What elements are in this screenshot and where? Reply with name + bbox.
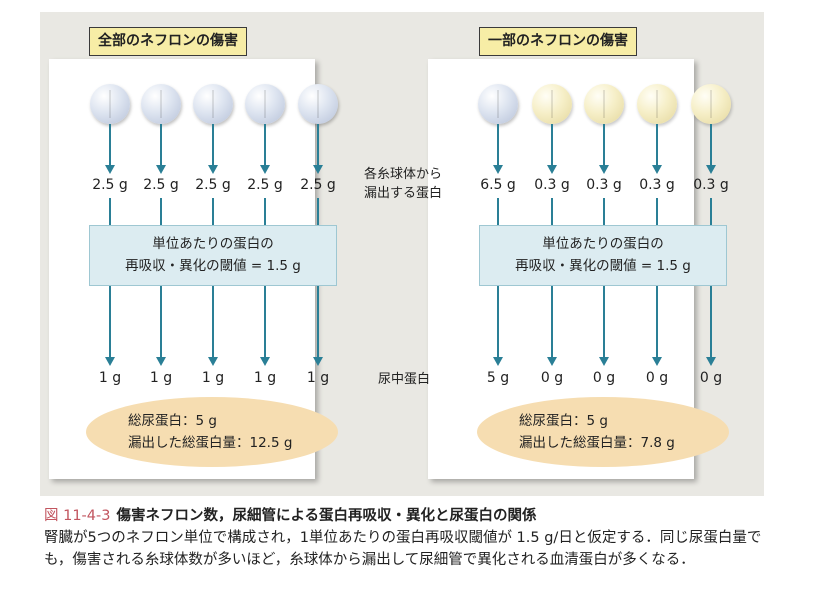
- right-filtrate-arrowhead-4: [652, 165, 662, 174]
- right-glomerulus-3: [584, 84, 624, 124]
- right-urine-value-3: 0 g: [592, 370, 616, 386]
- right-glomerulus-1: [478, 84, 518, 124]
- left-leak-value-5: 2.5 g: [300, 177, 336, 193]
- right-filtrate-arrowhead-3: [599, 165, 609, 174]
- right-urine-arrowhead-3: [599, 357, 609, 366]
- right-leak-value-3: 0.3 g: [586, 177, 622, 193]
- right-filtrate-arrowhead-1: [493, 165, 503, 174]
- caption-heading: 図 11-4-3 傷害ネフロン数，尿細管による蛋白再吸収・異化と尿蛋白の関係: [44, 505, 784, 527]
- left-filtrate-line-1: [109, 124, 111, 168]
- left-glomerulus-5: [298, 84, 338, 124]
- right-urine-arrowhead-5: [706, 357, 716, 366]
- left-urine-value-4: 1 g: [253, 370, 277, 386]
- left-urine-arrowhead-5: [313, 357, 323, 366]
- right-threshold-line2: 再吸収・異化の閾値 = 1.5 g: [515, 258, 691, 274]
- left-filtrate-arrowhead-1: [105, 165, 115, 174]
- left-urine-value-1: 1 g: [98, 370, 122, 386]
- right-urine-arrowhead-2: [547, 357, 557, 366]
- left-filtrate-line-4: [264, 124, 266, 168]
- right-leak-value-5: 0.3 g: [693, 177, 729, 193]
- left-filtrate-arrowhead-2: [156, 165, 166, 174]
- right-filtrate-line-2: [551, 124, 553, 168]
- right-urine-value-4: 0 g: [645, 370, 669, 386]
- leak-label-line2: 漏出する蛋白: [364, 186, 443, 201]
- left-total-leak: 漏出した総蛋白量：12.5 g: [128, 435, 293, 451]
- left-urine-value-5: 1 g: [306, 370, 330, 386]
- right-urine-value-5: 0 g: [699, 370, 723, 386]
- left-leak-value-4: 2.5 g: [247, 177, 283, 193]
- caption-title: 傷害ネフロン数，尿細管による蛋白再吸収・異化と尿蛋白の関係: [116, 508, 537, 524]
- right-glomerulus-2: [532, 84, 572, 124]
- left-panel-title: 全部のネフロンの傷害: [89, 27, 247, 56]
- leak-label-line1: 各糸球体から: [364, 167, 443, 182]
- left-filtrate-arrowhead-4: [260, 165, 270, 174]
- left-threshold-box: 単位あたりの蛋白の 再吸収・異化の閾値 = 1.5 g: [89, 225, 337, 286]
- left-urine-arrowhead-3: [208, 357, 218, 366]
- figure-caption: 図 11-4-3 傷害ネフロン数，尿細管による蛋白再吸収・異化と尿蛋白の関係 腎臓…: [44, 505, 784, 571]
- right-urine-value-1: 5 g: [486, 370, 510, 386]
- right-leak-value-2: 0.3 g: [534, 177, 570, 193]
- left-total-urine: 総尿蛋白：5 g: [128, 413, 217, 429]
- left-leak-value-3: 2.5 g: [195, 177, 231, 193]
- right-total-urine: 総尿蛋白：5 g: [519, 413, 608, 429]
- left-filtrate-arrowhead-5: [313, 165, 323, 174]
- left-glomerulus-2: [141, 84, 181, 124]
- right-filtrate-line-5: [710, 124, 712, 168]
- left-glomerulus-4: [245, 84, 285, 124]
- right-panel-title: 一部のネフロンの傷害: [479, 27, 637, 56]
- right-filtrate-line-3: [603, 124, 605, 168]
- left-urine-arrowhead-1: [105, 357, 115, 366]
- right-urine-arrowhead-1: [493, 357, 503, 366]
- left-urine-arrowhead-2: [156, 357, 166, 366]
- left-filtrate-line-2: [160, 124, 162, 168]
- right-filtrate-line-1: [497, 124, 499, 168]
- left-threshold-line2: 再吸収・異化の閾値 = 1.5 g: [125, 258, 301, 274]
- right-threshold-line1: 単位あたりの蛋白の: [542, 236, 664, 252]
- right-filtrate-line-4: [656, 124, 658, 168]
- right-glomerulus-5: [691, 84, 731, 124]
- leak-label: 各糸球体から 漏出する蛋白: [364, 165, 442, 203]
- right-filtrate-arrowhead-5: [706, 165, 716, 174]
- right-leak-value-4: 0.3 g: [639, 177, 675, 193]
- right-leak-value-1: 6.5 g: [480, 177, 516, 193]
- right-urine-value-2: 0 g: [540, 370, 564, 386]
- left-filtrate-line-3: [212, 124, 214, 168]
- left-urine-value-3: 1 g: [201, 370, 225, 386]
- left-total-ellipse: 総尿蛋白：5 g 漏出した総蛋白量：12.5 g: [86, 397, 338, 467]
- urine-protein-label: 尿中蛋白: [378, 372, 431, 387]
- right-total-leak: 漏出した総蛋白量：7.8 g: [519, 435, 675, 451]
- left-leak-value-2: 2.5 g: [143, 177, 179, 193]
- right-total-ellipse: 総尿蛋白：5 g 漏出した総蛋白量：7.8 g: [477, 397, 729, 467]
- left-urine-value-2: 1 g: [149, 370, 173, 386]
- left-glomerulus-3: [193, 84, 233, 124]
- left-threshold-line1: 単位あたりの蛋白の: [152, 236, 274, 252]
- left-leak-value-1: 2.5 g: [92, 177, 128, 193]
- left-glomerulus-1: [90, 84, 130, 124]
- right-urine-arrowhead-4: [652, 357, 662, 366]
- right-glomerulus-4: [637, 84, 677, 124]
- caption-body: 腎臓が5つのネフロン単位で構成され，1単位あたりの蛋白再吸収閾値が 1.5 g/…: [44, 530, 762, 568]
- right-filtrate-arrowhead-2: [547, 165, 557, 174]
- left-filtrate-line-5: [317, 124, 319, 168]
- figure-number: 図 11-4-3: [44, 508, 111, 524]
- left-urine-arrowhead-4: [260, 357, 270, 366]
- left-filtrate-arrowhead-3: [208, 165, 218, 174]
- right-threshold-box: 単位あたりの蛋白の 再吸収・異化の閾値 = 1.5 g: [479, 225, 727, 286]
